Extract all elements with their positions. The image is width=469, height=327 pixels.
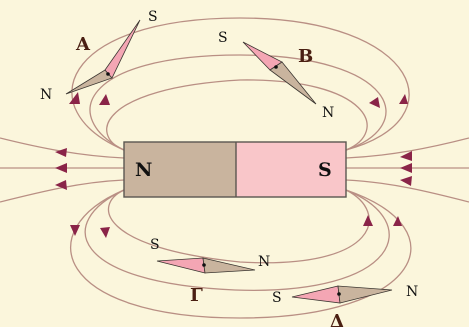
- compass-delta-south-label: S: [272, 290, 282, 306]
- compass-gamma-pivot: [202, 263, 206, 267]
- arrow-left-2: [55, 163, 67, 173]
- compass-b-north-label: N: [322, 105, 334, 121]
- compass-a-name: A: [75, 34, 91, 55]
- arrow-top-left-2: [99, 94, 110, 105]
- magnet-south-label: S: [318, 159, 332, 181]
- compass-gamma-south-half: [156, 257, 206, 274]
- compass-a-south-half: [104, 19, 141, 79]
- arrow-left-3: [55, 180, 67, 190]
- compass-a: A S N: [40, 9, 158, 103]
- field-line-bottom-outer: [70, 189, 412, 319]
- arrow-bottom-left-1: [70, 225, 80, 236]
- arrow-top-left-1: [69, 92, 80, 104]
- field-line-top-outer: [71, 17, 410, 151]
- compass-b: B S N: [218, 30, 334, 121]
- compass-gamma-north-label: N: [258, 254, 270, 270]
- compass-gamma-south-label: S: [150, 237, 160, 253]
- compass-b-pivot: [274, 65, 278, 69]
- compass-gamma-name: Γ: [190, 285, 203, 306]
- magnet-north-pole: [124, 142, 236, 197]
- compass-delta: Δ S N: [272, 284, 418, 327]
- compass-delta-north-half: [337, 285, 393, 304]
- field-line-top-inner: [106, 79, 368, 151]
- arrow-top-right-2: [369, 97, 380, 108]
- arrow-right-3: [400, 176, 412, 186]
- bar-magnet: N S: [123, 141, 347, 198]
- magnet-outline: [123, 141, 347, 198]
- compass-gamma: Γ S N: [150, 237, 270, 306]
- compass-b-south-label: S: [218, 30, 228, 46]
- field-line-bottom-inner: [108, 189, 370, 264]
- compass-a-pivot: [106, 72, 110, 76]
- arrow-left-1: [55, 148, 67, 157]
- field-line-top-middle: [89, 54, 387, 151]
- field-line-bottom-middle: [84, 189, 390, 291]
- field-line-right-3: [345, 179, 469, 203]
- field-lines: [0, 17, 469, 319]
- compass-a-south-label: S: [148, 9, 158, 25]
- field-line-left-3: [0, 179, 125, 203]
- arrow-bottom-right-1: [393, 216, 402, 226]
- compass-delta-north-label: N: [406, 284, 418, 300]
- magnet-south-pole: [236, 142, 346, 197]
- arrow-top-right-1: [399, 94, 408, 104]
- compass-delta-pivot: [337, 292, 341, 296]
- compass-delta-south-half: [291, 285, 341, 304]
- compass-a-north-label: N: [40, 87, 52, 103]
- arrow-bottom-right-2: [363, 215, 373, 226]
- arrow-right-2: [400, 163, 412, 173]
- field-arrows: [55, 92, 412, 238]
- compass-b-name: B: [298, 46, 313, 67]
- arrow-right-1: [400, 151, 412, 161]
- field-line-right-1: [345, 137, 469, 159]
- compass-delta-name: Δ: [330, 311, 344, 327]
- magnet-north-label: N: [135, 159, 152, 181]
- arrow-bottom-left-2: [100, 227, 110, 238]
